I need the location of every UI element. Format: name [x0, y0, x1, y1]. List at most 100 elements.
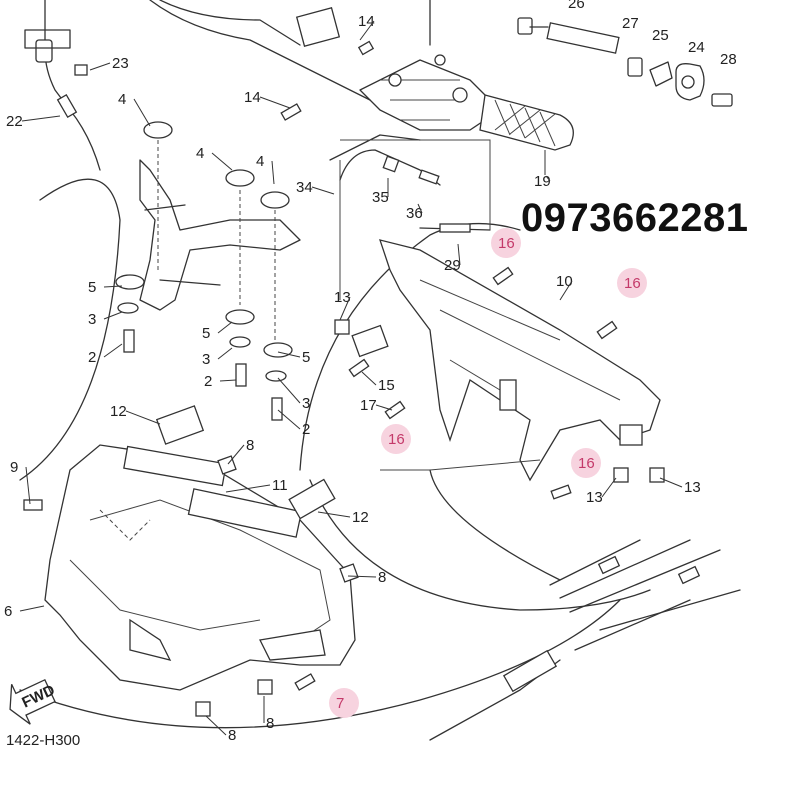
cables-upper [339, 149, 491, 233]
callout-8: 8 [228, 727, 236, 744]
highlight-circle [329, 688, 359, 718]
highlight-circle [571, 448, 601, 478]
leader-line [259, 96, 291, 109]
leader-line [339, 296, 351, 321]
leader-line [271, 160, 275, 185]
throttle-cable-22 [24, 0, 101, 171]
leader-line [217, 347, 233, 360]
leader-line [347, 575, 377, 578]
callout-34: 34 [296, 179, 313, 196]
leader-line [277, 409, 301, 430]
callout-26: 26 [568, 0, 585, 12]
leader-line [417, 203, 423, 214]
callout-17: 17 [360, 397, 377, 414]
leader-line [21, 115, 61, 122]
callout-16: 16 [624, 275, 641, 292]
highlight-circle [491, 228, 521, 258]
callout-2: 2 [204, 373, 212, 390]
front-cover-11 [44, 444, 356, 691]
callout-4: 4 [256, 153, 264, 170]
callout-8: 8 [378, 569, 386, 586]
leader-line [89, 62, 111, 71]
callout-13: 13 [586, 489, 603, 506]
leader-line [19, 605, 45, 612]
callout-16: 16 [388, 431, 405, 448]
phone-number: 0973662281 [521, 196, 749, 240]
callout-24: 24 [688, 39, 705, 56]
callout-4: 4 [196, 145, 204, 162]
leader-line [227, 444, 245, 465]
leader-line [375, 404, 393, 411]
leader-line [457, 243, 461, 266]
leader-line [601, 477, 617, 498]
callout-19: 19 [534, 173, 551, 190]
callout-25: 25 [652, 27, 669, 44]
callout-9: 9 [10, 459, 18, 476]
lower-bracket [115, 121, 301, 421]
leader-lines [19, 20, 683, 736]
leader-line [361, 371, 377, 386]
callout-23: 23 [112, 55, 129, 72]
leader-line [133, 98, 151, 127]
callout-8: 8 [246, 437, 254, 454]
callout-3: 3 [202, 351, 210, 368]
grip-19 [479, 94, 574, 175]
fwd-arrow: FWD [9, 678, 58, 725]
callout-14: 14 [244, 89, 261, 106]
callout-15: 15 [378, 377, 395, 394]
callout-22: 22 [6, 113, 23, 130]
leader-line [125, 410, 161, 425]
meter-bracket-10 [351, 239, 661, 482]
callout-3: 3 [302, 395, 310, 412]
leader-line [277, 351, 301, 358]
assembly-lines [339, 139, 541, 471]
leader-line [277, 377, 301, 404]
callout-10: 10 [556, 273, 573, 290]
callout-12: 12 [352, 509, 369, 526]
callout-13: 13 [684, 479, 701, 496]
callout-28: 28 [720, 51, 737, 68]
leader-line [205, 715, 227, 736]
callout-2: 2 [88, 349, 96, 366]
callout-36: 36 [406, 205, 423, 222]
leader-line [103, 311, 123, 320]
callout-16: 16 [578, 455, 595, 472]
callout-5: 5 [202, 325, 210, 342]
callout-27: 27 [622, 15, 639, 32]
callout-3: 3 [88, 311, 96, 328]
leader-line [219, 379, 237, 382]
leader-line [211, 152, 233, 171]
diagram-code: 1422-H300 [6, 732, 81, 749]
callout-5: 5 [302, 349, 310, 366]
leader-line [25, 466, 31, 505]
highlight-circle [381, 424, 411, 454]
callout-5: 5 [88, 279, 96, 296]
callout-11: 11 [272, 477, 288, 494]
callout-7: 7 [336, 695, 344, 712]
leader-line [225, 484, 271, 493]
grip-end-parts [517, 17, 733, 107]
pads-12 [155, 405, 336, 520]
callout-4: 4 [118, 91, 126, 108]
leader-line [317, 511, 351, 518]
callout-12: 12 [110, 403, 127, 420]
leader-line [659, 477, 683, 488]
leader-line [545, 175, 551, 182]
leader-line [103, 285, 123, 288]
highlight-circle [617, 268, 647, 298]
leader-line [559, 280, 573, 301]
callout-8: 8 [266, 715, 274, 732]
callout-29: 29 [444, 257, 461, 274]
leader-line [311, 186, 335, 195]
callout-35: 35 [372, 189, 389, 206]
handlebar-assembly [149, 0, 501, 161]
cables-lower [429, 539, 741, 741]
callout-2: 2 [302, 421, 310, 438]
leader-line [103, 343, 123, 358]
leader-line [217, 321, 233, 334]
callout-16: 16 [498, 235, 515, 252]
callout-6: 6 [4, 603, 12, 620]
callout-13: 13 [334, 289, 351, 306]
